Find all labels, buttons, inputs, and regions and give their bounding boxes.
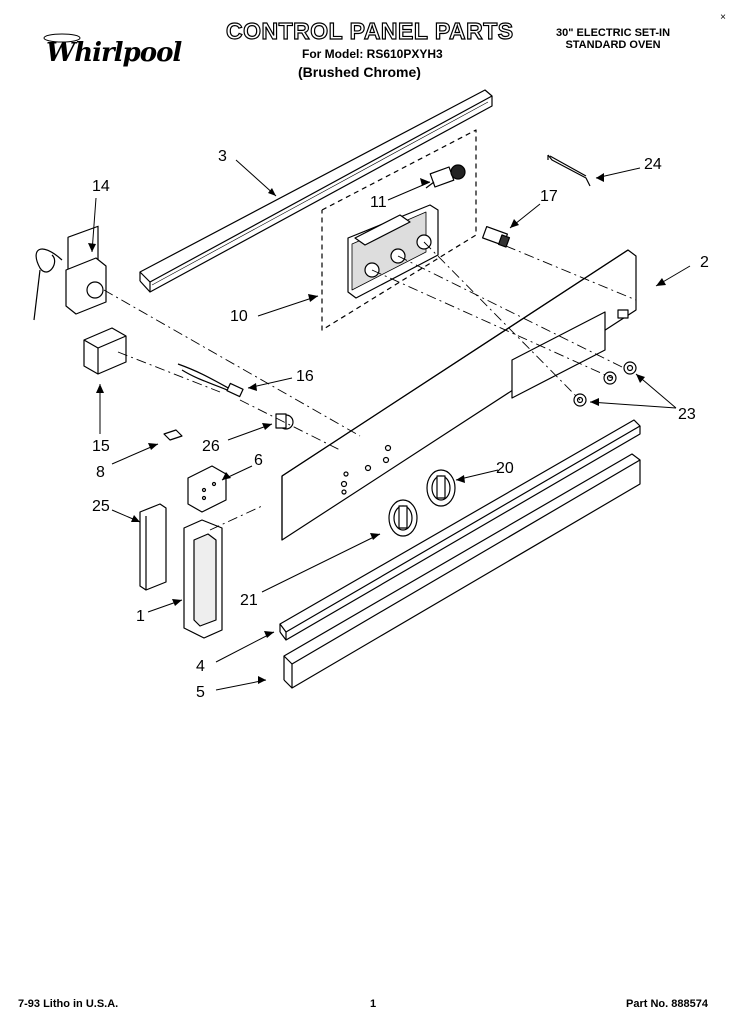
callout-16: 16 xyxy=(296,368,314,385)
model-line: For Model: RS610PXYH3 xyxy=(302,47,443,61)
corner-mark: × xyxy=(720,12,726,23)
part-11-switch xyxy=(425,164,466,189)
callout-4: 4 xyxy=(196,658,205,675)
finish-line: (Brushed Chrome) xyxy=(298,64,421,80)
product-description: 30" ELECTRIC SET-IN STANDARD OVEN xyxy=(556,27,670,51)
footer-litho: 7-93 Litho in U.S.A. xyxy=(18,998,119,1010)
description-line-2: STANDARD OVEN xyxy=(565,39,661,51)
part-20-knob xyxy=(426,469,456,507)
part-8-clip xyxy=(163,429,183,441)
part-21-knob xyxy=(388,499,418,537)
footer-part-number: Part No. 888574 xyxy=(626,998,708,1010)
callout-8: 8 xyxy=(96,464,105,481)
callout-5: 5 xyxy=(196,684,205,701)
callout-11: 11 xyxy=(370,194,387,211)
brand-text: Whirlpool xyxy=(46,38,182,68)
part-17-connector xyxy=(482,225,511,248)
part-16-wire-harness xyxy=(177,363,244,398)
part-24-bracket xyxy=(547,154,591,187)
part-1-end-cap xyxy=(183,519,223,639)
arrowheads xyxy=(88,173,666,684)
logo-oval xyxy=(43,33,81,43)
part-23-nuts xyxy=(573,361,637,407)
part-3-top-trim xyxy=(139,89,493,293)
callout-25: 25 xyxy=(92,498,110,515)
assembly-lines xyxy=(103,241,637,531)
description-line-1: 30" ELECTRIC SET-IN xyxy=(556,27,671,39)
callout-24: 24 xyxy=(644,156,662,173)
callout-17: 17 xyxy=(540,188,558,205)
callout-1: 1 xyxy=(136,608,145,625)
callout-10: 10 xyxy=(230,308,248,325)
part-10-11-group xyxy=(321,129,477,331)
part-26-light xyxy=(275,413,294,430)
callout-20: 20 xyxy=(496,460,514,477)
callout-26: 26 xyxy=(202,438,220,455)
page-title: CONTROL PANEL PARTS xyxy=(225,17,514,44)
part-14-thermostat xyxy=(33,225,107,321)
whirlpool-logo: Whirlpool xyxy=(46,38,182,68)
callout-21: 21 xyxy=(240,592,258,609)
footer-page-number: 1 xyxy=(370,998,377,1010)
part-10-switch-housing xyxy=(347,204,439,299)
part-5-bottom-trim xyxy=(283,453,641,689)
callout-2: 2 xyxy=(700,254,709,271)
callout-14: 14 xyxy=(92,178,110,195)
part-15-switch-block xyxy=(83,327,127,375)
callout-3: 3 xyxy=(218,148,227,165)
callout-6: 6 xyxy=(254,452,263,469)
callout-15: 15 xyxy=(92,438,110,455)
part-6-plate xyxy=(187,465,227,513)
part-4-lower-trim xyxy=(279,419,641,641)
panel-holes xyxy=(340,444,392,495)
callout-23: 23 xyxy=(678,406,696,423)
part-25-side-plate xyxy=(139,503,167,591)
